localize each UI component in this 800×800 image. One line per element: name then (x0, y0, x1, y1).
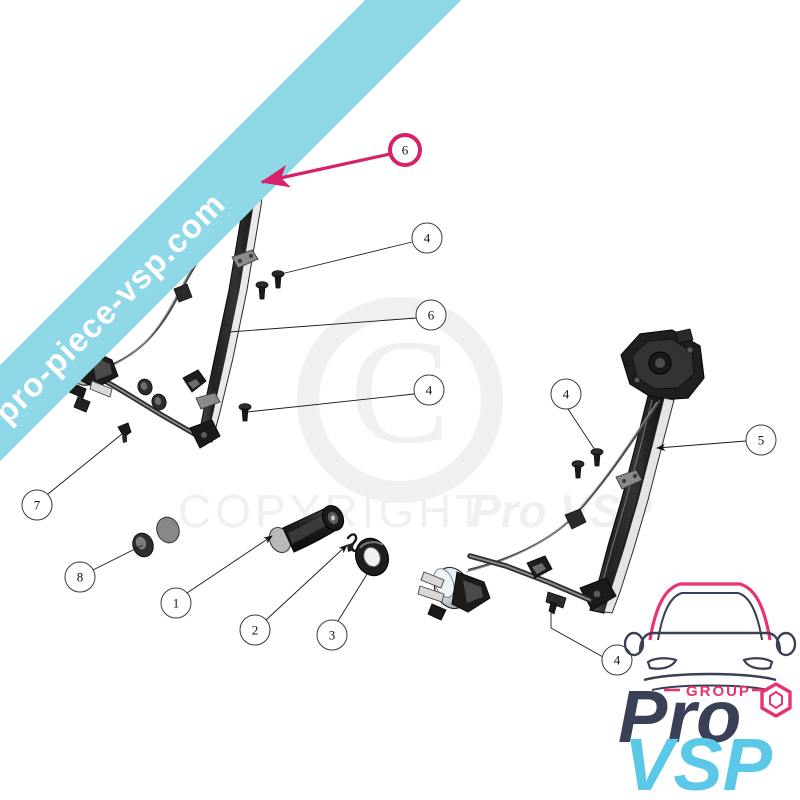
bolt-part-4-top2 (255, 281, 269, 300)
logo-pro-text: Pro (618, 675, 741, 758)
callout-label: 4 (614, 653, 621, 668)
crank-handle-part-1 (268, 504, 345, 554)
callout-leader-line (337, 565, 373, 622)
callout-leader-line (228, 317, 417, 333)
callout-label: 4 (424, 231, 431, 246)
washer-ring-part-3 (354, 537, 390, 577)
callout-label: 2 (252, 623, 259, 638)
callout-label: 4 (426, 383, 433, 398)
callout-leader-line (550, 601, 604, 658)
callout-leader-line (92, 544, 144, 571)
callout-1[interactable]: 1 (160, 587, 192, 619)
bolt-part-4-top1 (271, 270, 285, 289)
bolt-part-4-r1 (590, 448, 604, 467)
logo-group-text: GROUP (686, 683, 751, 700)
logo-car-outline (623, 582, 797, 691)
callout-bubble[interactable] (388, 133, 422, 167)
callout-5[interactable]: 5 (745, 424, 777, 456)
logo-vsp-text: VSP (624, 723, 773, 800)
callout-8[interactable]: 8 (64, 561, 96, 593)
callout-bubble[interactable] (550, 378, 582, 410)
callout-bubble[interactable] (413, 374, 445, 406)
retaining-clip-part-2 (346, 533, 359, 552)
callout-label: 7 (34, 498, 41, 513)
callout-leader-line (186, 535, 273, 594)
bolt-part-4-r2 (571, 460, 585, 479)
right-window-regulator-assembly (417, 328, 705, 621)
callout-label: 3 (329, 628, 336, 643)
callout-4[interactable]: 4 (601, 644, 633, 676)
right-regulator-motor (417, 566, 491, 621)
callout-label: 6 (402, 143, 409, 158)
callout-bubble[interactable] (239, 614, 271, 646)
callout-leader-line (47, 433, 123, 495)
grommet-part-8-second (156, 516, 180, 544)
callout-6-highlighted[interactable]: 6 (388, 133, 422, 167)
callout-4[interactable]: 4 (411, 222, 443, 254)
callout-bubble[interactable] (316, 619, 348, 651)
callout-bubble[interactable] (21, 489, 53, 521)
bolts-group-left (238, 270, 285, 422)
logo-group-label: GROUP (664, 683, 768, 700)
callout-bubble[interactable] (64, 561, 96, 593)
callout-6[interactable]: 6 (415, 299, 447, 331)
callout-leader-line (265, 544, 348, 621)
callout-label: 5 (758, 433, 765, 448)
callout-leader-line (656, 440, 747, 451)
fastener-part-7 (117, 422, 132, 438)
callout-leader-line (567, 408, 596, 451)
callout-2[interactable]: 2 (239, 614, 271, 646)
callout-label: 8 (77, 570, 84, 585)
callout-label: 6 (428, 308, 435, 323)
callout-3[interactable]: 3 (316, 619, 348, 651)
callout-leader-line (246, 393, 415, 413)
bolts-group-right (545, 448, 604, 615)
callout-bubble[interactable] (411, 222, 443, 254)
callout-leader-line (260, 152, 391, 188)
callout-leader-line (280, 241, 413, 275)
callout-bubble[interactable] (601, 644, 633, 676)
hex-nut-icon (760, 682, 792, 718)
callout-bubble[interactable] (745, 424, 777, 456)
banner-band (0, 0, 496, 504)
center-loose-parts (132, 504, 390, 577)
callout-label: 1 (173, 596, 180, 611)
callout-4[interactable]: 4 (550, 378, 582, 410)
callout-bubble[interactable] (415, 299, 447, 331)
callout-4[interactable]: 4 (413, 374, 445, 406)
callout-bubble[interactable] (160, 587, 192, 619)
callout-label: 4 (563, 387, 570, 402)
callout-7[interactable]: 7 (21, 489, 53, 521)
bolt-part-4-mid1 (238, 403, 252, 422)
